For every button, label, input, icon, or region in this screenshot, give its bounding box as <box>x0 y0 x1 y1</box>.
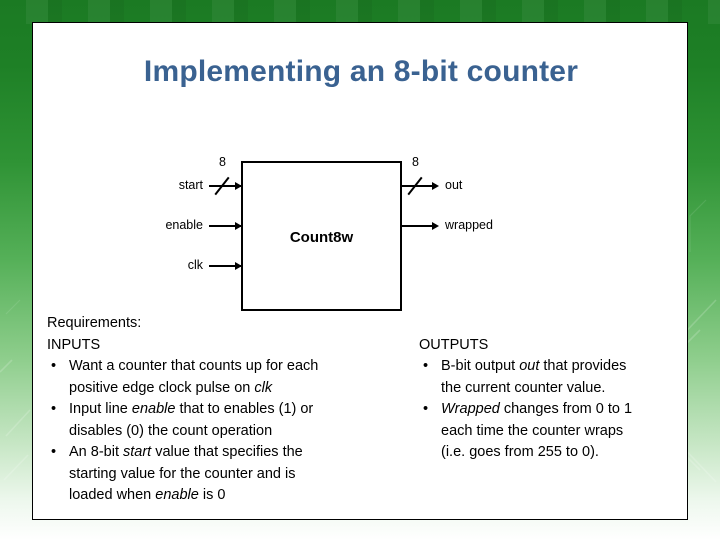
output-wire-wrapped <box>402 225 436 227</box>
bullet-text-line: loaded when <box>69 487 156 503</box>
inputs-section-heading: INPUTS <box>47 336 101 353</box>
inputs-bullet-list: • Want a counter that counts up for each… <box>47 356 407 507</box>
bullet-text-line: changes from 0 to 1 <box>499 401 633 417</box>
list-item: • Wrapped changes from 0 to 1 each time … <box>419 399 681 464</box>
emphasis-term: enable <box>131 401 176 417</box>
input-port-label-clk: clk <box>187 258 203 272</box>
emphasis-term: start <box>123 444 152 460</box>
output-port-label-wrapped: wrapped <box>445 218 493 232</box>
input-port-label-start: start <box>178 178 203 192</box>
bullet-text-line: positive edge clock pulse on <box>69 379 255 396</box>
input-wire-enable <box>209 225 241 227</box>
input-arrow-clk <box>235 261 242 270</box>
requirements-left-column: Requirements: INPUTS • Want a counter th… <box>47 313 407 507</box>
bullet-text-line: Input line <box>69 401 132 417</box>
bullet-text-line: is 0 <box>198 487 226 503</box>
count8w-block <box>241 161 402 311</box>
bullet-glyph: • <box>423 401 429 417</box>
input-arrow-start <box>235 181 242 190</box>
bullet-text-line: disables (0) the count operation <box>69 422 273 439</box>
emphasis-term: clk <box>254 379 273 396</box>
bullet-text-line: starting value for the counter and is <box>69 465 296 482</box>
bullet-glyph: • <box>51 401 57 417</box>
bullet-glyph: • <box>51 358 57 374</box>
requirements-section: Requirements: INPUTS • Want a counter th… <box>33 313 689 518</box>
list-item: • An 8-bit start value that specifies th… <box>47 442 407 507</box>
list-item: • B-bit output out that provides the cur… <box>419 356 681 399</box>
output-wire-out <box>402 185 436 187</box>
page-title: Implementing an 8-bit counter <box>143 55 579 88</box>
requirements-right-column: OUTPUTS • B-bit output out that provides… <box>419 313 681 464</box>
output-arrow-out <box>432 181 439 190</box>
bullet-text-line: An 8-bit <box>69 444 123 460</box>
list-item: • Want a counter that counts up for each… <box>47 356 407 399</box>
block-diagram: Count8w start 8 enable clk 8 out w <box>33 139 689 311</box>
bullet-glyph: • <box>423 358 429 374</box>
bullet-text-line: (i.e. goes from 255 to 0). <box>441 444 599 460</box>
outputs-section-heading: OUTPUTS <box>419 336 489 353</box>
bullet-text-line: each time the counter wraps <box>441 422 624 439</box>
bullet-text-line: the current counter value. <box>441 379 606 396</box>
bullet-text-line: Want a counter that counts up for each <box>69 358 319 374</box>
output-arrow-wrapped <box>432 221 439 230</box>
input-wire-start <box>209 185 241 187</box>
emphasis-term: out <box>519 358 540 374</box>
emphasis-term: Wrapped <box>441 401 500 417</box>
bus-width-start: 8 <box>219 155 226 169</box>
outputs-bullet-list: • B-bit output out that provides the cur… <box>419 356 681 464</box>
bullet-text-line: that provides <box>539 358 627 374</box>
output-port-label-out: out <box>445 178 463 192</box>
count8w-block-label: Count8w <box>289 229 354 246</box>
bus-width-out: 8 <box>412 155 419 169</box>
input-wire-clk <box>209 265 241 267</box>
bullet-text-line: value that specifies the <box>151 444 303 460</box>
bullet-text-line: that to enables (1) or <box>175 401 314 417</box>
list-item: • Input line enable that to enables (1) … <box>47 399 407 442</box>
input-arrow-enable <box>235 221 242 230</box>
slide-card: Implementing an 8-bit counter Count8w st… <box>32 22 688 520</box>
emphasis-term: enable <box>155 487 199 503</box>
bullet-text-line: B-bit output <box>441 358 520 374</box>
bullet-glyph: • <box>51 444 57 460</box>
background-top-band <box>0 0 720 24</box>
requirements-heading: Requirements: <box>47 315 142 331</box>
input-port-label-enable: enable <box>165 218 203 232</box>
